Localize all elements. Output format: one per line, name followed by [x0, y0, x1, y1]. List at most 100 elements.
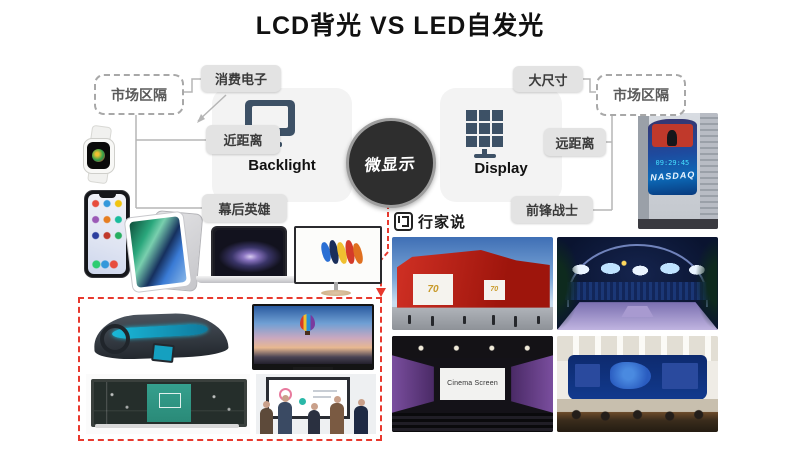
steering-wheel — [100, 324, 130, 354]
blackboard-surface — [91, 379, 247, 427]
anniversary-building-photo: 70 70 — [392, 237, 553, 330]
cinema-wall-right — [511, 355, 553, 413]
pedestrian-figure — [408, 315, 412, 325]
stage-mid-band — [565, 281, 710, 301]
behind-hero-label: 幕后英雄 — [202, 194, 287, 222]
backlight-label: Backlight — [248, 157, 316, 174]
cinema-ceiling — [392, 336, 553, 359]
led-grid-cells — [466, 110, 506, 147]
large-size-label: 大尺寸 — [513, 66, 583, 92]
pedestrian-figure — [536, 316, 540, 325]
micro-display-circle: 微显示 — [346, 118, 436, 208]
blackboard-center-screen — [147, 384, 191, 422]
operator-desks — [557, 403, 718, 432]
watch-dial — [92, 149, 105, 162]
macbook-lid — [211, 226, 287, 280]
led-cell — [479, 110, 490, 121]
building-screen-small: 70 — [483, 279, 505, 301]
near-distance-label: 近距离 — [206, 125, 280, 154]
tv-photo — [252, 304, 374, 370]
building-windows — [700, 113, 718, 229]
desktop-monitor-base — [321, 290, 351, 296]
ipad-front — [123, 210, 193, 294]
building-screen-large: 70 — [412, 274, 454, 305]
led-cell — [492, 110, 503, 121]
speaker-figure — [667, 129, 678, 146]
monitor-icon-screen — [252, 106, 288, 128]
backlight-market-segment-box: 市场区隔 — [94, 74, 184, 115]
gray-arrowhead-icon — [197, 114, 205, 123]
control-room-photo — [557, 336, 718, 432]
watch-face — [83, 138, 115, 174]
plaza-ground — [392, 306, 553, 330]
watch-screen — [87, 142, 110, 169]
led-wall-map — [609, 362, 652, 389]
cloud-led-screens — [569, 259, 706, 280]
tv-stand — [293, 367, 333, 370]
whiteboard-meeting-photo — [256, 374, 376, 434]
led-cell — [466, 123, 477, 134]
brand-name: 行家说 — [418, 214, 467, 231]
led-video-wall — [568, 355, 707, 401]
led-wall-panel — [662, 363, 699, 389]
cinema-screen: Cinema Screen — [440, 367, 505, 401]
pedestrian-figure — [514, 316, 518, 328]
building-edge — [638, 113, 650, 229]
apple-watch-photo — [75, 124, 127, 185]
led-icon-neck — [482, 149, 487, 154]
led-icon-stand — [474, 154, 496, 158]
chart-dot — [299, 398, 306, 405]
led-cell — [466, 136, 477, 147]
display-label: Display — [474, 160, 528, 177]
stage-foliage-left — [557, 237, 580, 330]
screen-sketch — [159, 393, 181, 408]
desktop-monitor-photo — [294, 226, 382, 296]
consumer-electronics-label: 消费电子 — [201, 65, 281, 92]
nasdaq-screen-red-banner — [651, 124, 694, 148]
cinema-wall-left — [392, 355, 434, 413]
led-wall-panel — [575, 364, 601, 387]
person-silhouette — [308, 403, 320, 434]
red-dashed-box — [78, 297, 382, 441]
ipad-photo — [123, 208, 204, 294]
nasdaq-curved-screen: 09:29:45 NASDAQ — [647, 118, 698, 196]
brand-row: 行家说 — [394, 211, 466, 232]
hot-air-balloon — [300, 314, 315, 335]
iphone-notch — [99, 194, 116, 198]
cinema-hall-photo: Cinema Screen — [392, 336, 553, 432]
stage-show-photo — [557, 237, 718, 330]
led-cell — [492, 136, 503, 147]
iphone-screen — [88, 194, 126, 274]
person-silhouette — [278, 395, 292, 434]
person-silhouette — [260, 401, 273, 434]
chart-line — [313, 396, 331, 398]
led-cell — [492, 123, 503, 134]
led-cell — [466, 110, 477, 121]
macbook-base — [196, 276, 298, 283]
desktop-monitor-neck — [334, 282, 338, 291]
pedestrian-figure — [462, 315, 466, 324]
car-dashboard-photo — [92, 306, 232, 370]
iphone-photo — [84, 190, 130, 278]
desktop-monitor-screen — [294, 226, 382, 284]
hangjiashuo-logo-icon — [394, 212, 413, 231]
pedestrian-figure — [491, 315, 495, 326]
micro-display-label: 微显示 — [364, 156, 418, 175]
cinema-seats — [392, 412, 553, 432]
iphone-body — [84, 190, 130, 278]
far-distance-label: 远距离 — [544, 128, 606, 156]
person-silhouette — [330, 396, 344, 434]
center-platform — [621, 305, 654, 317]
nasdaq-tower-photo: 09:29:45 NASDAQ — [638, 113, 718, 229]
person-silhouette — [354, 399, 368, 434]
led-grid-icon — [466, 110, 506, 158]
stage-foliage-right — [695, 237, 718, 330]
led-cell — [479, 123, 490, 134]
tv-screen — [254, 306, 372, 364]
street — [638, 218, 718, 229]
page-title: LCD背光 VS LED自发光 — [255, 12, 545, 40]
led-cell — [479, 136, 490, 147]
smart-blackboard-photo — [86, 374, 250, 434]
car-center-screen — [151, 342, 175, 364]
pedestrian-figure — [430, 316, 434, 327]
